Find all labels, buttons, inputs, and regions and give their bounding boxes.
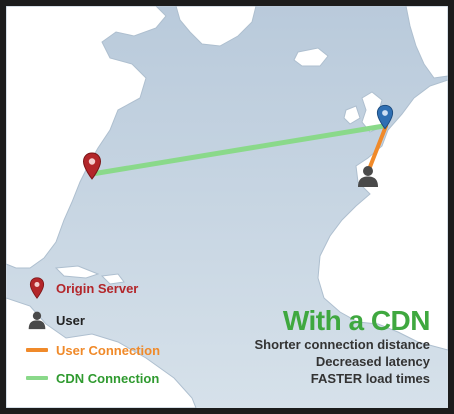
- legend-label-user: User: [56, 312, 85, 328]
- map-pin-red-icon: [82, 152, 102, 180]
- green-line-icon: [22, 367, 52, 389]
- landmass-europe-africa: [317, 79, 448, 351]
- headline-line-latency: Decreased latency: [315, 354, 430, 369]
- legend-label-cdn-connection: CDN Connection: [56, 370, 160, 386]
- legend-item-origin-server: Origin Server: [22, 277, 139, 299]
- landmass-scandinavia: [405, 6, 448, 79]
- map-pin-blue-icon: [376, 104, 394, 130]
- landmass-greenland: [175, 6, 257, 47]
- legend-item-user-connection: User Connection: [22, 340, 160, 360]
- user-silhouette-icon: [22, 309, 52, 331]
- legend-label-origin-server: Origin Server: [56, 280, 139, 296]
- headline-title: With a CDN: [282, 305, 431, 336]
- orange-line-icon: [22, 339, 52, 361]
- cdn-connection-line: [89, 123, 387, 177]
- user-connection-line: [366, 124, 388, 174]
- legend-item-cdn-connection: CDN Connection: [22, 368, 159, 388]
- map-graphic: [6, 6, 448, 408]
- landmass-iceland: [293, 47, 329, 67]
- legend-label-user-connection: User Connection: [56, 342, 161, 358]
- landmass-cuba: [54, 265, 100, 279]
- landmass-hispaniola: [100, 273, 125, 285]
- connections-layer: [89, 123, 388, 177]
- world-map: Origin Server User User Connection CDN C…: [6, 6, 448, 408]
- legend-item-user: User: [22, 310, 85, 330]
- headline-line-distance: Shorter connection distance: [254, 337, 430, 352]
- headline-line-load-times: FASTER load times: [310, 371, 430, 386]
- landmass-south-america: [6, 297, 197, 408]
- landmass-north-america: [6, 6, 167, 269]
- landmass-ireland: [343, 105, 361, 125]
- user-silhouette-icon: [358, 166, 378, 187]
- map-pin-red-icon: [22, 277, 52, 299]
- headline-block: With a CDN Shorter connection distance D…: [254, 306, 430, 387]
